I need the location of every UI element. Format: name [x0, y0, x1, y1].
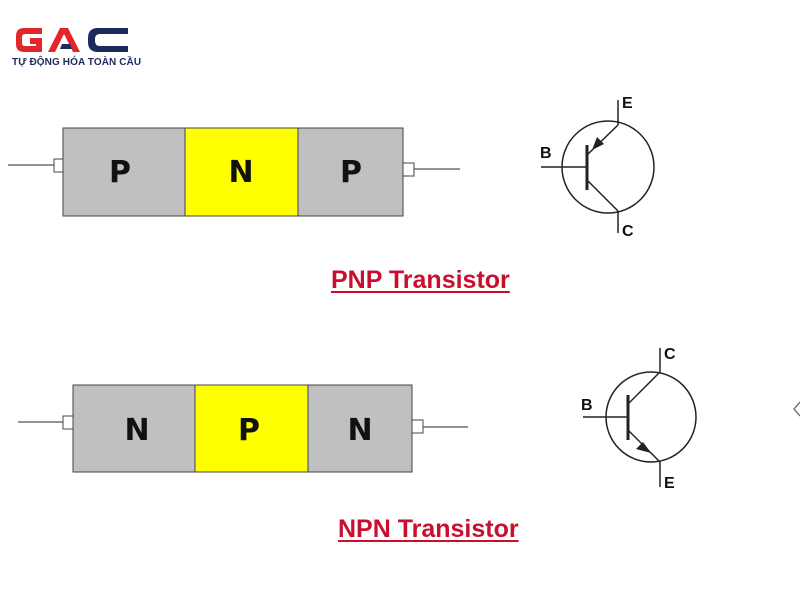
pnp-layer-p-right [297, 127, 404, 217]
pnp-collector-diagonal [586, 179, 619, 212]
npn-layer-label-3: N [347, 413, 372, 448]
npn-emitter-label: E [664, 475, 675, 492]
logo-tagline: TỰ ĐỘNG HÓA TOÀN CẦU [12, 57, 142, 68]
pnp-symbol: B E C [540, 95, 655, 240]
npn-layer-p-middle [194, 384, 309, 473]
npn-layer-label-1: N [124, 413, 149, 448]
npn-block: N P N [18, 384, 468, 473]
pnp-emitter-arrow-icon [592, 137, 604, 150]
npn-layer-n-left [72, 384, 196, 473]
npn-symbol: B C E [581, 346, 697, 492]
pnp-emitter-label: E [622, 95, 633, 112]
pnp-caption: PNP Transistor [331, 266, 510, 294]
gac-logo: TỰ ĐỘNG HÓA TOÀN CẦU [12, 24, 141, 68]
npn-caption: NPN Transistor [338, 515, 519, 543]
pnp-layer-n-middle [184, 127, 299, 217]
pnp-emitter-diagonal [586, 124, 619, 156]
pnp-collector-label: C [622, 223, 634, 240]
npn-base-label: B [581, 397, 593, 414]
pnp-layer-label-2: N [228, 155, 253, 190]
gac-logo-mark [16, 28, 128, 52]
npn-collector-label: C [664, 346, 676, 363]
cropped-edge-shape [793, 401, 800, 417]
npn-right-terminal [411, 419, 424, 434]
npn-emitter-arrow-icon [636, 442, 651, 453]
npn-layer-n-right [307, 384, 413, 473]
npn-collector-diagonal [627, 371, 661, 405]
pnp-layer-label-3: P [340, 155, 362, 190]
pnp-block: P N P [8, 127, 460, 217]
npn-left-terminal [62, 415, 75, 430]
npn-layer-label-2: P [238, 413, 260, 448]
pnp-layer-label-1: P [109, 155, 131, 190]
pnp-base-label: B [540, 145, 552, 162]
pnp-layer-p-left [62, 127, 186, 217]
pnp-right-terminal [402, 162, 415, 177]
